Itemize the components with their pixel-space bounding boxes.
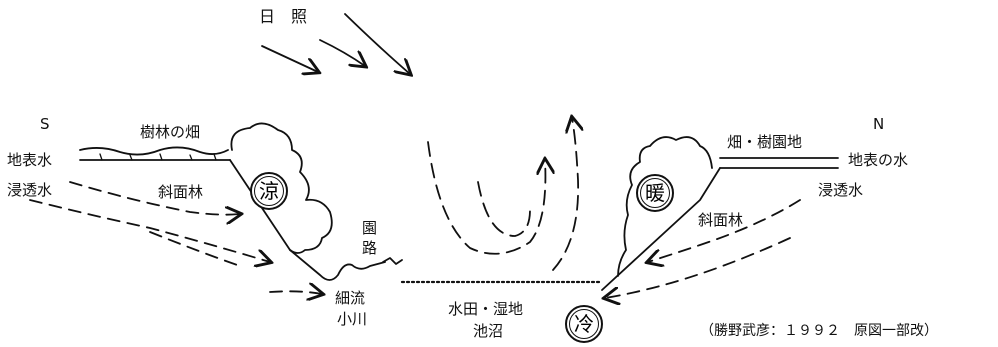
right-slope-forest-label: 斜面林 xyxy=(698,211,744,229)
right-tree-cluster xyxy=(617,136,713,277)
south-label: S xyxy=(40,115,50,133)
valley-air-circulation xyxy=(427,118,578,271)
wetland-label-1: 水田・湿地 xyxy=(448,300,524,318)
wooded-field-label: 樹林の畑 xyxy=(140,123,201,141)
left-slope-forest-label: 斜面林 xyxy=(158,183,204,201)
wetland-label-2: 池沼 xyxy=(473,322,504,340)
left-upland-ground xyxy=(79,146,229,156)
left-seepage-arrows xyxy=(29,181,322,294)
left-ground-hatching xyxy=(99,153,217,161)
field-orchard-label: 畑・樹園地 xyxy=(727,133,803,151)
right-surface-water-label: 地表の水 xyxy=(848,151,909,169)
left-seepage-water-label: 浸透水 xyxy=(7,181,53,199)
garden-path-label-1: 園 xyxy=(362,219,378,237)
north-label: N xyxy=(873,115,885,133)
right-slope xyxy=(601,167,721,291)
citation: （勝野武彦：１９９２ 原図一部改） xyxy=(700,323,938,339)
cold-mark: 冷 xyxy=(565,305,603,343)
garden-path-mound xyxy=(382,257,403,265)
stream-label-2: 小川 xyxy=(337,310,368,328)
sunlight-arrows xyxy=(261,13,410,74)
left-slope xyxy=(229,159,386,281)
right-seepage-arrows xyxy=(605,199,801,298)
right-seepage-water-label: 浸透水 xyxy=(818,181,864,199)
left-tree-cluster xyxy=(230,122,333,254)
sunshine-label: 日 照 xyxy=(259,7,308,26)
warm-mark: 暖 xyxy=(636,174,674,212)
garden-path-label-2: 路 xyxy=(362,239,378,257)
left-surface-water-label: 地表水 xyxy=(7,151,53,169)
cool-mark: 涼 xyxy=(250,172,288,210)
stream-label-1: 細流 xyxy=(335,289,366,307)
